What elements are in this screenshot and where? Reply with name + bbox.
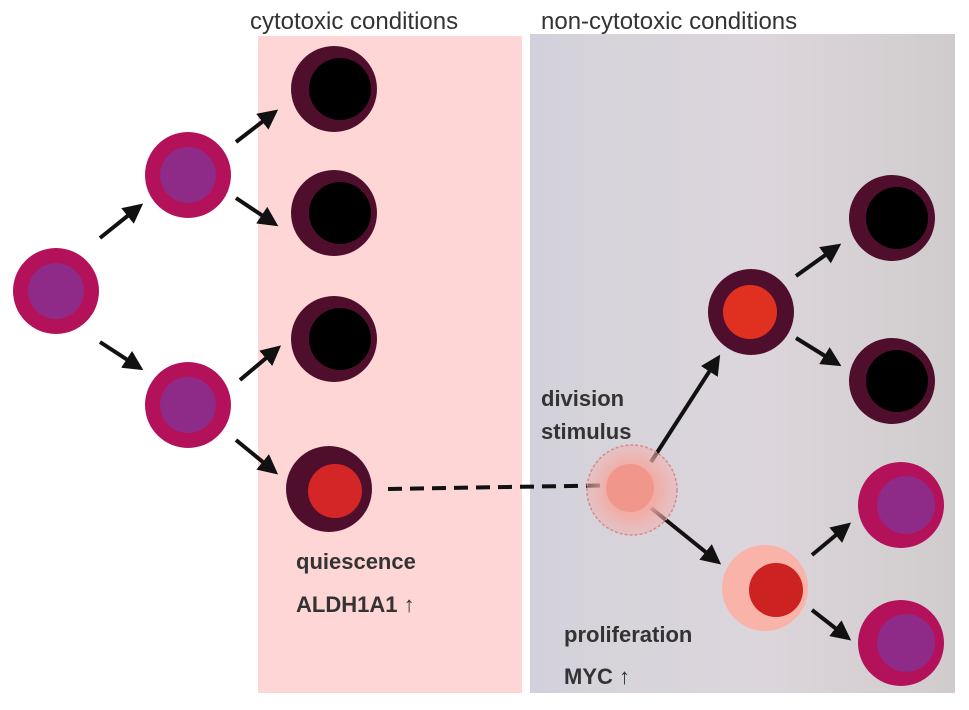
arrow-root-to-upper — [98, 203, 144, 240]
arrow-red-to-dead-b — [794, 336, 842, 367]
arrow-lower-to-quiescent — [234, 438, 279, 475]
arrow-root-to-lower — [98, 340, 144, 371]
arrow-lower-to-dead-3 — [238, 345, 282, 382]
arrow-upper-to-dead-2 — [234, 196, 279, 227]
cell-quiescent — [286, 446, 372, 532]
cell-dead-2 — [291, 170, 377, 256]
arrow-stim-to-prolif-b — [810, 608, 852, 641]
cytotoxic-header: cytotoxic conditions — [250, 8, 458, 35]
division-label: division — [541, 386, 624, 411]
aldh1a1-label: ALDH1A1 ↑ — [296, 592, 415, 617]
cell-dead-right-2 — [849, 338, 935, 424]
arrows — [98, 109, 852, 641]
quiescence-label: quiescence — [296, 549, 416, 574]
cell-lower-daughter — [145, 362, 231, 448]
cell-dead-right-1 — [849, 175, 935, 261]
cell-red-lower — [722, 545, 808, 631]
cell-prolif-right-1 — [858, 462, 944, 548]
myc-label: MYC ↑ — [564, 664, 630, 689]
cell-prolif-right-2 — [858, 600, 944, 686]
arrow-stimulus-to-upper-red — [649, 354, 721, 464]
arrow-upper-to-dead-1 — [234, 109, 279, 144]
cell-dead-3 — [291, 296, 377, 382]
stimulus-label: stimulus — [541, 419, 631, 444]
arrow-red-to-dead-a — [794, 243, 842, 278]
cell-upper-daughter — [145, 132, 231, 218]
proliferation-label: proliferation — [564, 622, 692, 647]
cell-dead-1 — [291, 46, 377, 132]
cell-red-upper — [708, 269, 794, 355]
cell-root — [13, 248, 99, 334]
cell-stimulated — [586, 444, 678, 536]
non-cytotoxic-header: non-cytotoxic conditions — [541, 8, 797, 35]
arrow-stim-to-prolif-a — [810, 522, 852, 557]
